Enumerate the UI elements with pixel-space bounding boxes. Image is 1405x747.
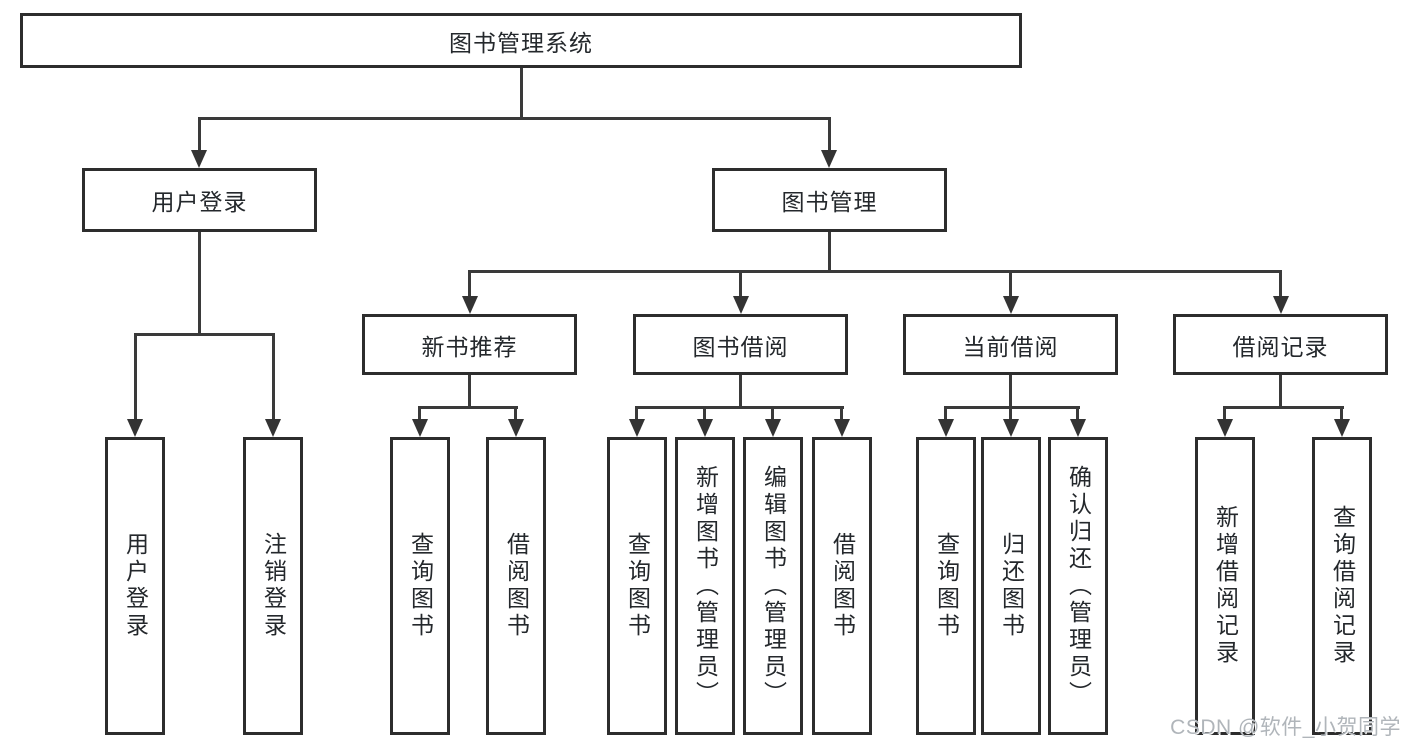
arrow-down-icon [1003, 419, 1019, 437]
node-book-management: 图书管理 [712, 168, 947, 232]
leaf-label: 借阅图书 [503, 532, 530, 640]
connector-arrow-line [771, 406, 774, 422]
connector-arrow-line [739, 270, 742, 298]
leaf-logout: 注销登录 [243, 437, 303, 735]
arrow-down-icon [1217, 419, 1233, 437]
connector-arrow-line [134, 333, 137, 421]
leaf-label: 用户登录 [122, 532, 149, 640]
node-current-borrow: 当前借阅 [903, 314, 1118, 375]
connector-arrow-line [198, 117, 201, 153]
arrow-down-icon [834, 419, 850, 437]
leaf-query-books-borrow: 查询图书 [607, 437, 667, 735]
arrow-down-icon [127, 419, 143, 437]
connector-arrow-line [468, 270, 471, 298]
node-borrow-records: 借阅记录 [1173, 314, 1388, 375]
connector-arrow-line [944, 406, 947, 422]
leaf-add-books-admin: 新增图书（管理员） [675, 437, 735, 735]
arrow-down-icon [1070, 419, 1086, 437]
connector-records-bus [1223, 406, 1344, 409]
connector-arrow-line [1279, 270, 1282, 298]
node-current-borrow-label: 当前借阅 [962, 333, 1059, 360]
leaf-label: 查询图书 [624, 532, 651, 640]
node-root-library-system: 图书管理系统 [20, 13, 1022, 68]
leaf-label: 新增借阅记录 [1212, 505, 1239, 667]
connector-newbook-stem [468, 375, 471, 408]
connector-arrow-line [514, 406, 517, 422]
arrow-down-icon [1273, 296, 1289, 314]
node-book-borrow-label: 图书借阅 [692, 333, 789, 360]
arrow-down-icon [412, 419, 428, 437]
connector-records-stem [1279, 375, 1282, 408]
node-new-book-recommend-label: 新书推荐 [421, 333, 518, 360]
leaf-borrow-books-recommend: 借阅图书 [486, 437, 546, 735]
connector-root-bus [198, 117, 831, 120]
connector-arrow-line [840, 406, 843, 422]
arrow-down-icon [821, 150, 837, 168]
connector-arrow-line [1340, 406, 1343, 422]
leaf-add-borrow-record: 新增借阅记录 [1195, 437, 1255, 735]
leaf-query-books-current: 查询图书 [916, 437, 976, 735]
connector-arrow-line [1223, 406, 1226, 422]
arrow-down-icon [765, 419, 781, 437]
connector-arrow-line [272, 333, 275, 421]
connector-arrow-line [703, 406, 706, 422]
leaf-label: 查询图书 [933, 532, 960, 640]
node-borrow-records-label: 借阅记录 [1232, 333, 1329, 360]
leaf-label: 借阅图书 [829, 532, 856, 640]
leaf-edit-books-admin: 编辑图书（管理员） [743, 437, 803, 735]
leaf-user-login: 用户登录 [105, 437, 165, 735]
connector-root-stem [520, 68, 523, 118]
arrow-down-icon [733, 296, 749, 314]
node-book-borrow: 图书借阅 [633, 314, 848, 375]
leaf-label: 查询图书 [407, 532, 434, 640]
leaf-label: 注销登录 [260, 532, 287, 640]
node-book-management-label: 图书管理 [781, 189, 878, 215]
connector-arrow-line [1076, 406, 1079, 422]
leaf-label: 新增图书（管理员） [692, 464, 719, 708]
connector-bookborrow-stem [739, 375, 742, 408]
leaf-label: 查询借阅记录 [1329, 505, 1356, 667]
arrow-down-icon [1003, 296, 1019, 314]
connector-newbook-bus [418, 406, 518, 409]
leaf-borrow-books: 借阅图书 [812, 437, 872, 735]
connector-currentborrow-bus [944, 406, 1080, 409]
node-user-login: 用户登录 [82, 168, 317, 232]
leaf-label: 编辑图书（管理员） [760, 464, 787, 708]
leaf-label: 确认归还（管理员） [1065, 464, 1092, 708]
connector-userlogin-bus [134, 333, 275, 336]
leaf-query-borrow-record: 查询借阅记录 [1312, 437, 1372, 735]
node-user-login-label: 用户登录 [151, 189, 248, 215]
connector-arrow-line [1009, 406, 1012, 422]
arrow-down-icon [629, 419, 645, 437]
leaf-query-books-recommend: 查询图书 [390, 437, 450, 735]
watermark: CSDN @软件_小贺同学 [1170, 716, 1401, 739]
connector-arrow-line [1009, 270, 1012, 298]
arrow-down-icon [697, 419, 713, 437]
arrow-down-icon [1334, 419, 1350, 437]
leaf-return-books: 归还图书 [981, 437, 1041, 735]
arrow-down-icon [265, 419, 281, 437]
arrow-down-icon [191, 150, 207, 168]
connector-userlogin-stem [198, 232, 201, 335]
arrow-down-icon [938, 419, 954, 437]
connector-bookmgmt-bus [468, 270, 1281, 273]
arrow-down-icon [508, 419, 524, 437]
connector-arrow-line [635, 406, 638, 422]
connector-bookborrow-bus [635, 406, 844, 409]
connector-arrow-line [418, 406, 421, 422]
arrow-down-icon [462, 296, 478, 314]
node-new-book-recommend: 新书推荐 [362, 314, 577, 375]
connector-bookmgmt-stem [828, 232, 831, 273]
node-root-label: 图书管理系统 [449, 29, 593, 56]
connector-currentborrow-stem [1009, 375, 1012, 408]
connector-arrow-line [828, 117, 831, 153]
leaf-confirm-return-admin: 确认归还（管理员） [1048, 437, 1108, 735]
leaf-label: 归还图书 [998, 532, 1025, 640]
